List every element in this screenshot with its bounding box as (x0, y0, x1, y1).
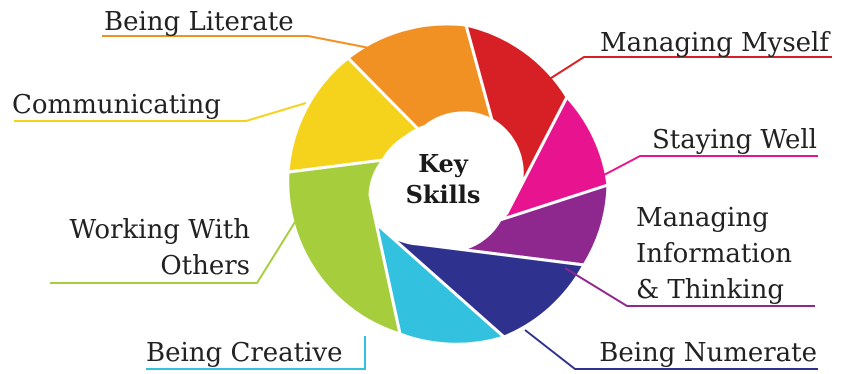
center-hub (383, 122, 503, 242)
connector-staying-well (603, 155, 818, 176)
label-managing-information-line3: & Thinking (636, 275, 784, 305)
label-managing-information-line1: Managing (636, 203, 769, 233)
center-label-line2: Skills (406, 180, 481, 209)
connector-being-literate (102, 35, 391, 53)
segment-working-with-others (286, 158, 403, 337)
label-being-literate: Being Literate (104, 7, 294, 37)
label-working-with-others-line1: Working With (69, 215, 250, 245)
label-being-creative: Being Creative (146, 338, 343, 368)
label-managing-information-line2: Information (636, 239, 792, 269)
connector-being-creative (146, 336, 366, 370)
label-working-with-others-line2: Others (160, 251, 250, 281)
aperture-wheel (286, 22, 610, 346)
connector-managing-myself (547, 56, 832, 81)
connector-managing-information (564, 267, 815, 307)
label-staying-well: Staying Well (652, 125, 817, 155)
connector-communicating (14, 102, 307, 122)
label-being-numerate: Being Numerate (599, 338, 817, 368)
label-communicating: Communicating (12, 90, 221, 120)
label-managing-myself: Managing Myself (600, 28, 831, 58)
connector-working-with-others (50, 221, 296, 284)
center-label-line1: Key (418, 149, 469, 178)
connector-being-numerate (524, 329, 818, 370)
